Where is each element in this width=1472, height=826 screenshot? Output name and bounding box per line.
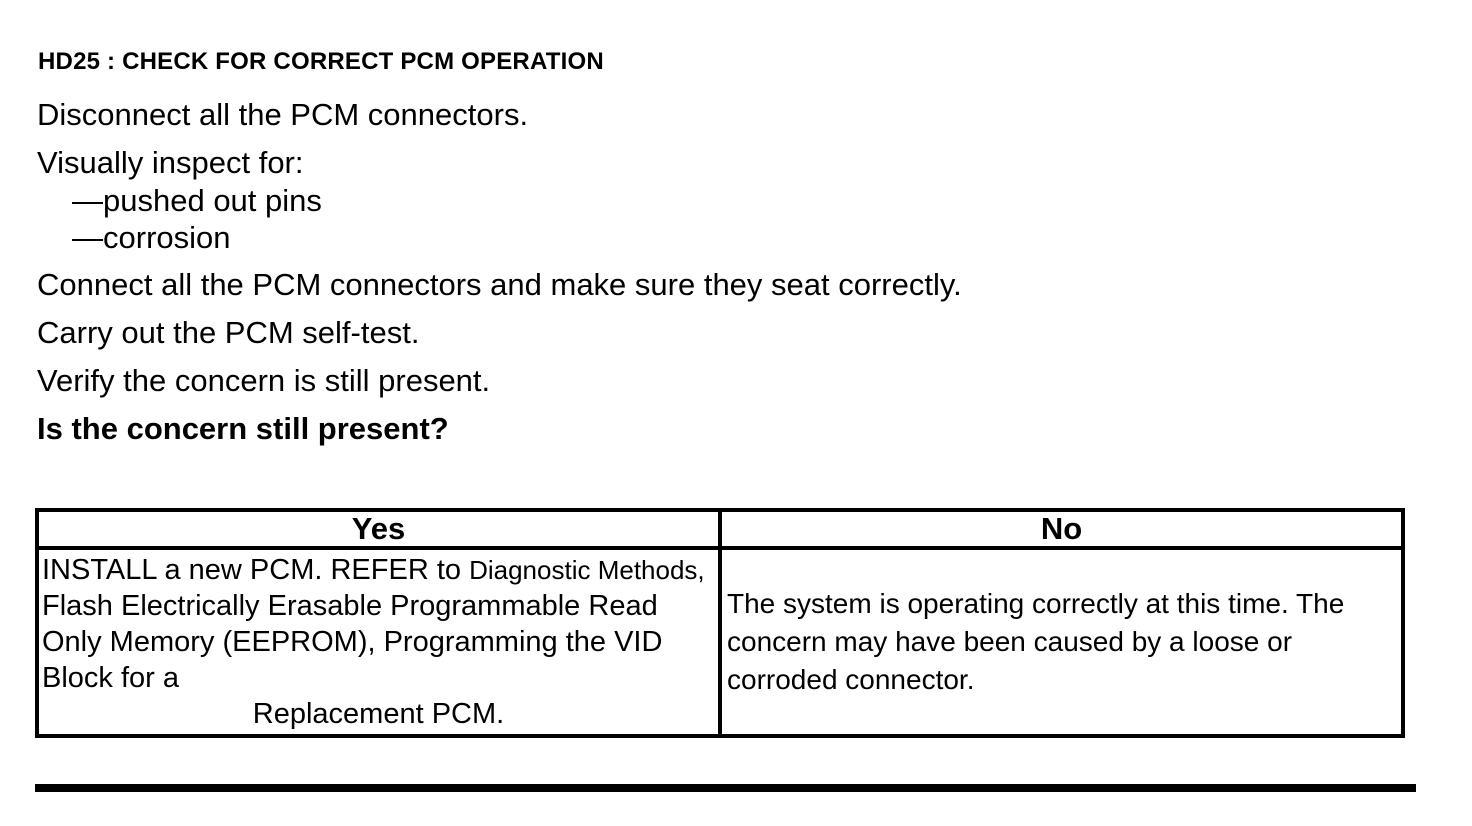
- yes-cell-last-line: Replacement PCM.: [252, 698, 505, 730]
- decision-table-header-row: Yes No: [35, 508, 1405, 550]
- page-divider-rule: [35, 784, 1416, 792]
- step-pcm-self-test: Carry out the PCM self-test.: [37, 315, 420, 350]
- decision-question: Is the concern still present?: [37, 411, 449, 446]
- yes-cell: INSTALL a new PCM. REFER to Diagnostic M…: [35, 546, 722, 738]
- yes-column-header: Yes: [35, 508, 722, 550]
- no-cell: The system is operating correctly at thi…: [718, 546, 1405, 738]
- step-visually-inspect: Visually inspect for:: [37, 145, 304, 180]
- step-disconnect-connectors: Disconnect all the PCM connectors.: [37, 97, 529, 132]
- decision-table: Yes No INSTALL a new PCM. REFER to Diagn…: [35, 508, 1405, 738]
- inspect-item-pushed-out-pins: —pushed out pins: [72, 183, 322, 218]
- procedure-title: HD25 : CHECK FOR CORRECT PCM OPERATION: [38, 48, 604, 75]
- no-column-header: No: [718, 508, 1405, 550]
- yes-reference-text: Flash Electrically Erasable Programmable…: [42, 590, 663, 694]
- diagnostic-methods-link[interactable]: Diagnostic Methods,: [469, 555, 705, 585]
- yes-cell-text: INSTALL a new PCM. REFER to Diagnostic M…: [42, 552, 715, 696]
- step-verify-concern: Verify the concern is still present.: [37, 363, 491, 398]
- inspect-item-corrosion: —corrosion: [72, 220, 231, 255]
- step-connect-connectors: Connect all the PCM connectors and make …: [37, 267, 962, 302]
- decision-table-body-row: INSTALL a new PCM. REFER to Diagnostic M…: [35, 546, 1405, 738]
- yes-action-text: INSTALL a new PCM. REFER to: [42, 554, 470, 586]
